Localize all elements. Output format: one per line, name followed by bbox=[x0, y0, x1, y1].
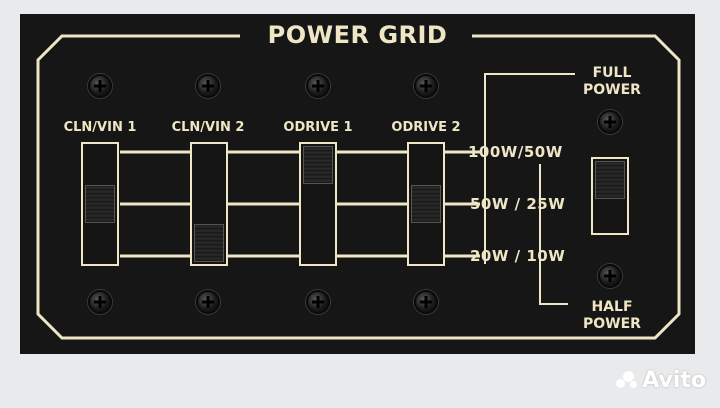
full-power-label: FULL POWER bbox=[567, 66, 657, 97]
half-power-line-1: HALF bbox=[591, 299, 633, 315]
switch-knob[interactable] bbox=[303, 146, 333, 184]
channel-label-odrive-2: ODRIVE 2 bbox=[391, 120, 461, 135]
screw-icon bbox=[196, 290, 220, 314]
switch-knob[interactable] bbox=[194, 224, 224, 262]
screw-icon bbox=[196, 74, 220, 98]
screw-icon bbox=[306, 290, 330, 314]
screw-icon bbox=[306, 74, 330, 98]
channel-switch-cln-vin-2[interactable] bbox=[190, 142, 228, 266]
wattage-label-low: 20W / 10W bbox=[470, 247, 566, 265]
screw-icon bbox=[88, 74, 112, 98]
channel-switch-odrive-1[interactable] bbox=[299, 142, 337, 266]
half-power-label: HALF POWER bbox=[567, 300, 657, 331]
full-power-line-2: POWER bbox=[583, 82, 641, 98]
wattage-label-high: 100W/50W bbox=[468, 143, 563, 161]
panel-title: POWER GRID bbox=[267, 21, 448, 49]
panel-linework bbox=[36, 34, 681, 340]
wattage-label-mid: 50W / 25W bbox=[470, 195, 566, 213]
avito-logo-icon bbox=[616, 371, 638, 389]
screw-icon bbox=[414, 74, 438, 98]
screw-icon bbox=[598, 264, 622, 288]
channel-label-cln-vin-1: CLN/VIN 1 bbox=[63, 120, 137, 135]
switch-knob[interactable] bbox=[411, 185, 441, 223]
channel-label-odrive-1: ODRIVE 1 bbox=[283, 120, 353, 135]
full-power-line-1: FULL bbox=[592, 65, 632, 81]
screw-icon bbox=[598, 110, 622, 134]
screw-icon bbox=[88, 290, 112, 314]
channel-label-cln-vin-2: CLN/VIN 2 bbox=[171, 120, 245, 135]
switch-knob[interactable] bbox=[85, 185, 115, 223]
power-switch-knob[interactable] bbox=[595, 161, 625, 199]
channel-switch-odrive-2[interactable] bbox=[407, 142, 445, 266]
channel-switch-cln-vin-1[interactable] bbox=[81, 142, 119, 266]
watermark: Avito bbox=[616, 368, 706, 393]
power-grid-panel: POWER GRID CLN/VIN 1 CLN/VIN 2 ODRIVE 1 … bbox=[20, 14, 695, 354]
screw-icon bbox=[414, 290, 438, 314]
power-mode-switch[interactable] bbox=[591, 157, 629, 235]
half-power-line-2: POWER bbox=[583, 316, 641, 332]
watermark-text: Avito bbox=[642, 368, 706, 393]
